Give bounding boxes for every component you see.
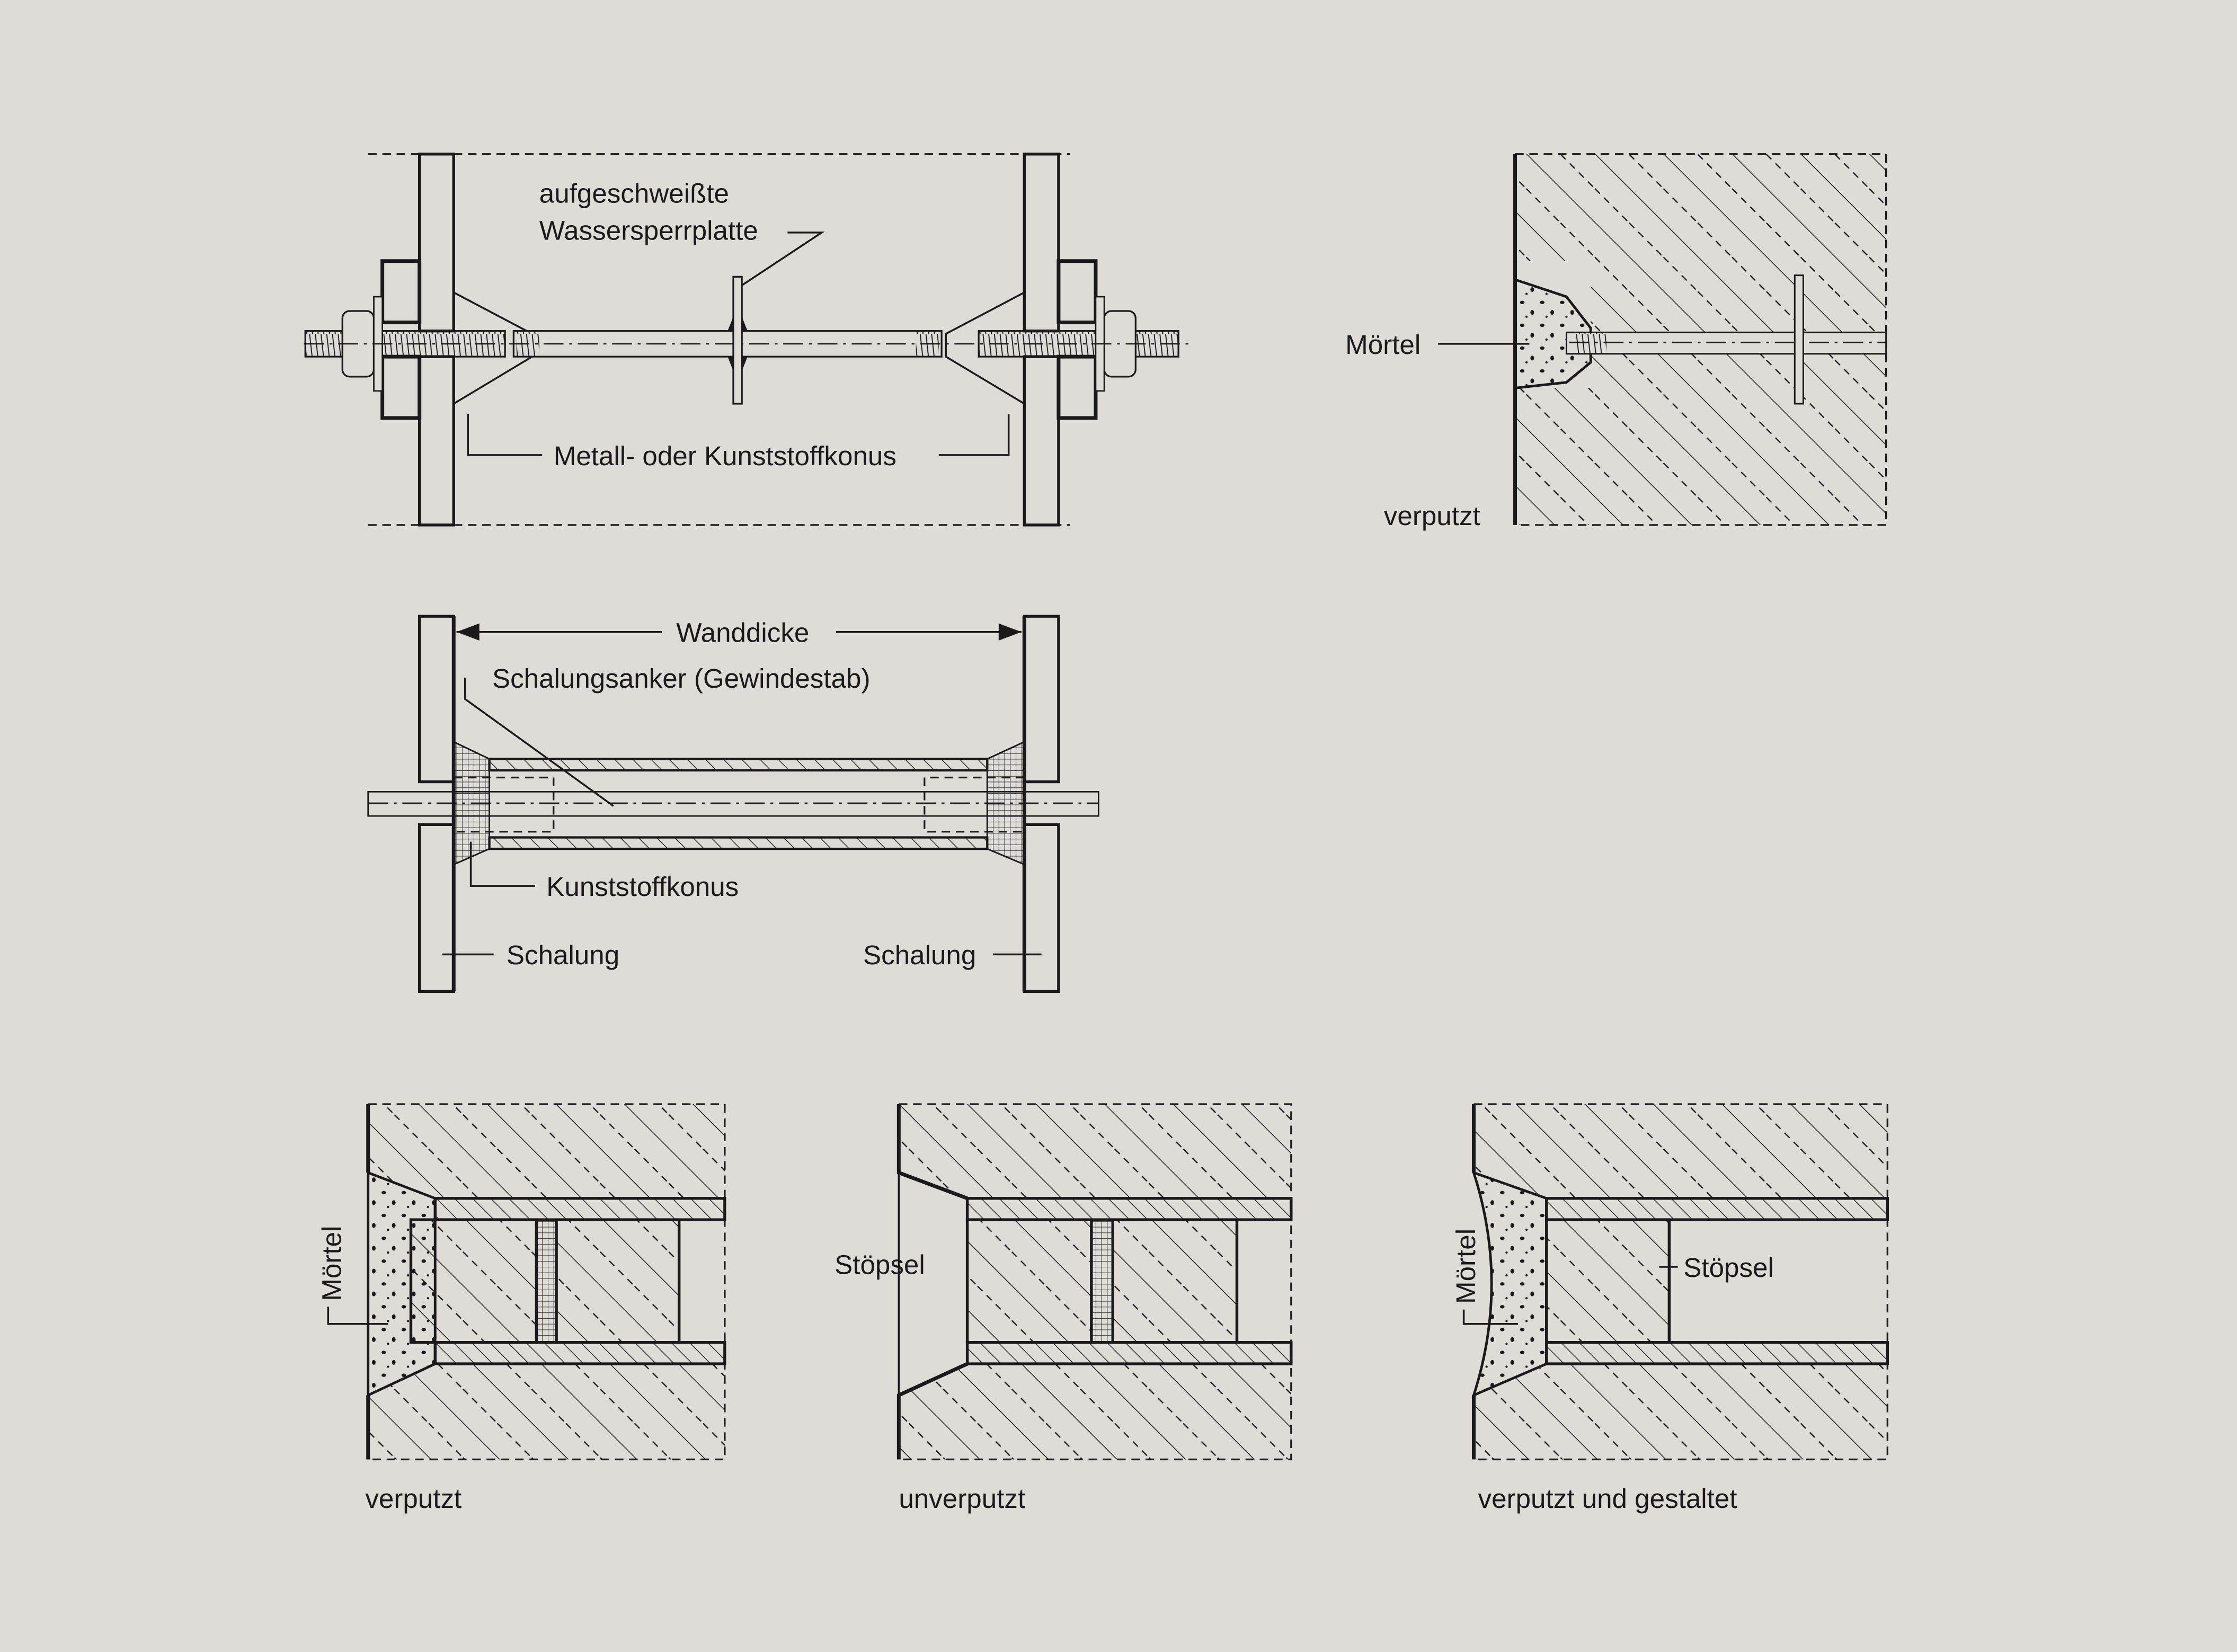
- leader-line: [467, 413, 543, 456]
- spacer-tube-wall: [1545, 1341, 1889, 1365]
- formwork-board: [1023, 615, 1060, 784]
- label-mortar: Mörtel: [1451, 1229, 1481, 1304]
- leader-line: [327, 1307, 388, 1325]
- leader-line: [469, 841, 535, 887]
- dashed-boundary: [899, 1103, 1292, 1461]
- plug: [555, 1218, 681, 1344]
- leader-line: [741, 232, 825, 286]
- threaded-end-left: [304, 330, 506, 358]
- label-mortar: Mörtel: [317, 1226, 347, 1301]
- formwork-board: [418, 153, 455, 333]
- leader-line: [464, 677, 614, 807]
- label-water-stop-plate: Wassersperrplatte: [539, 215, 758, 245]
- cone-inner-contour: [454, 776, 1025, 833]
- formwork-board: [418, 355, 455, 527]
- concrete-upper: [899, 1104, 1291, 1198]
- label-cone: Metall- oder Kunststoffkonus: [554, 441, 896, 471]
- label-plug: Stöpsel: [1683, 1253, 1774, 1283]
- formwork-board: [1023, 153, 1060, 333]
- spacer-tube-wall: [965, 1341, 1293, 1365]
- spacer-tube-wall: [965, 1197, 1293, 1221]
- concrete-lower: [899, 1364, 1291, 1460]
- water-stop-plate: [1794, 274, 1804, 405]
- dashed-boundary: [368, 1103, 726, 1461]
- label-welded: aufgeschweißte: [539, 178, 729, 208]
- label-formwork-right: Schalung: [863, 940, 976, 970]
- plug: [409, 1218, 538, 1344]
- label-mortar: Mörtel: [1345, 330, 1421, 360]
- sealing-layer: [1090, 1219, 1114, 1344]
- spacer-tube-wall: [1545, 1197, 1889, 1221]
- plug: [965, 1218, 1093, 1344]
- caption-plastered: verputzt: [365, 1484, 461, 1514]
- waler-block: [1057, 354, 1098, 420]
- concrete-upper: [1473, 1104, 1888, 1198]
- leader-line: [938, 413, 1010, 456]
- sealing-layer: [535, 1219, 558, 1344]
- water-stop-plate: [732, 276, 743, 405]
- waler-block: [380, 354, 422, 420]
- waler-block: [1057, 259, 1098, 325]
- label-tie-anchor: Schalungsanker (Gewindestab): [492, 663, 871, 694]
- caption-unplastered: unverputzt: [899, 1484, 1025, 1514]
- caption-plastered-designed: verputzt und gestaltet: [1478, 1484, 1737, 1514]
- figure-plastered-anchor-hole: Mörtel verputzt: [1345, 153, 1887, 531]
- label-formwork-left: Schalung: [507, 940, 619, 970]
- formwork-board: [418, 823, 455, 993]
- label-wall-thickness: Wanddicke: [676, 618, 809, 648]
- formwork-board: [1023, 823, 1060, 993]
- formwork-board: [1023, 355, 1060, 527]
- label-plug: Stöpsel: [835, 1249, 925, 1280]
- cone-right: [945, 291, 1025, 405]
- figure-tie-rod-with-water-stop: aufgeschweißte Wassersperrplatte Metall-…: [304, 153, 1193, 527]
- concrete-upper: [368, 1104, 725, 1198]
- label-plastic-cone: Kunststoffkonus: [546, 872, 739, 902]
- plug: [1545, 1218, 1671, 1344]
- spacer-tube-wall: [433, 1197, 726, 1221]
- dashed-boundary: [1473, 1103, 1888, 1461]
- plug: [1111, 1218, 1239, 1344]
- concrete-lower: [1473, 1364, 1888, 1460]
- spacer-tube-wall: [433, 1341, 726, 1365]
- caption-plastered: verputzt: [1384, 501, 1480, 531]
- figure-bottom-unplastered: Stöpsel unverputzt: [835, 1103, 1293, 1514]
- spacer-tube-wall: [488, 758, 989, 772]
- mortar-fill: [1514, 278, 1592, 390]
- leader-line: [1462, 1309, 1518, 1325]
- spacer-tube-wall: [488, 836, 989, 850]
- weld-seams: [727, 316, 748, 371]
- waler-block: [380, 259, 422, 325]
- figure-bottom-plastered-designed: Mörtel Stöpsel verputzt und gestaltet: [1451, 1103, 1889, 1514]
- concrete-lower: [368, 1364, 725, 1460]
- mortar-fill: [1471, 1170, 1548, 1398]
- formwork-board: [418, 615, 455, 784]
- figure-bottom-plastered: Mörtel verputzt: [317, 1103, 726, 1514]
- figure-formwork-tie-with-spacer: Wanddicke Schalungsanker (Gewindestab) K…: [367, 615, 1099, 993]
